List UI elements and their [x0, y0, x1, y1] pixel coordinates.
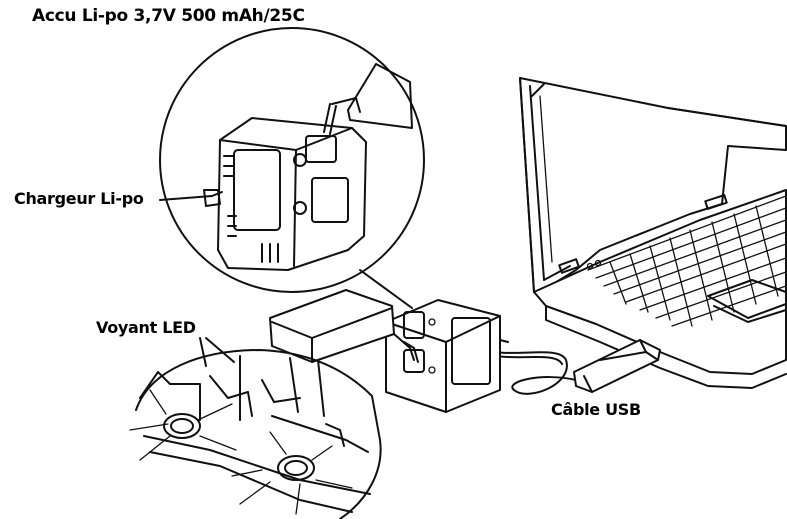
zoom-circle-led [129, 337, 382, 519]
charger-label: Chargeur Li-po [14, 189, 144, 208]
zoom-circle-charger [159, 27, 425, 309]
usb-cable [493, 339, 661, 395]
lipo-battery [269, 289, 415, 363]
small-charger [385, 299, 509, 413]
laptop-illustration [519, 77, 787, 389]
usb-cable-label: Câble USB [551, 400, 641, 419]
battery-label: Accu Li-po 3,7V 500 mAh/25C [32, 6, 305, 26]
led-indicator-label: Voyant LED [96, 318, 196, 337]
